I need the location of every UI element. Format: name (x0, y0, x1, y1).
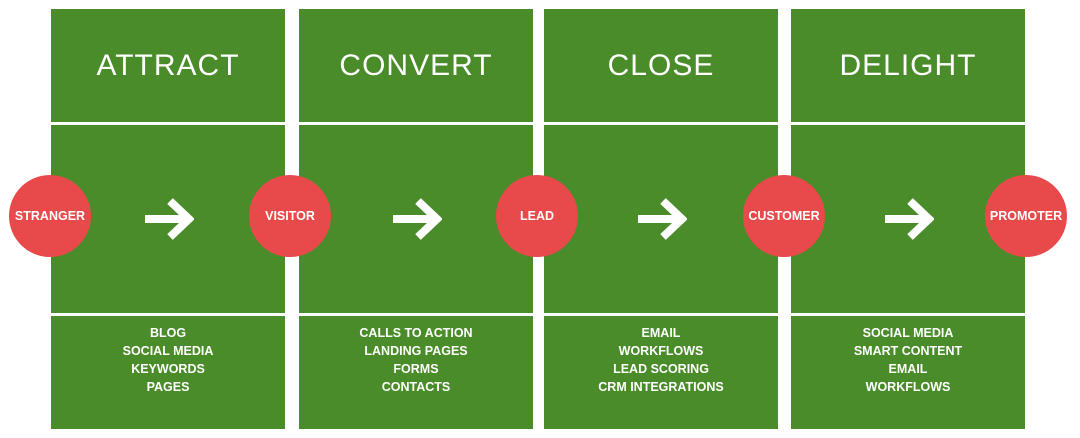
stage-flow (299, 125, 533, 313)
tool-item: SOCIAL MEDIA (862, 326, 954, 340)
milestone-visitor: VISITOR (249, 175, 331, 257)
milestone-stranger: STRANGER (9, 175, 91, 257)
stage-header: CONVERT (299, 9, 533, 122)
tool-item: EMAIL (641, 326, 681, 340)
stage-flow (544, 125, 778, 313)
tool-item: LANDING PAGES (364, 344, 468, 358)
tool-item: WORKFLOWS (618, 344, 704, 358)
stage-header: CLOSE (544, 9, 778, 122)
stage-close: CLOSE EMAIL WORKFLOWS LEAD SCORING CRM I… (544, 9, 778, 429)
arrow-right-icon (393, 198, 442, 240)
milestone-label: STRANGER (14, 209, 86, 223)
tool-item: KEYWORDS (131, 362, 205, 376)
stage-convert: CONVERT CALLS TO ACTION LANDING PAGES FO… (299, 9, 533, 429)
stage-tools: EMAIL WORKFLOWS LEAD SCORING CRM INTEGRA… (544, 316, 778, 429)
tool-item: PAGES (146, 380, 190, 394)
tool-item: BLOG (149, 326, 187, 340)
milestone-label: CUSTOMER (748, 209, 820, 223)
tool-item: WORKFLOWS (865, 380, 951, 394)
arrow-right-icon (638, 198, 687, 240)
tool-item: FORMS (393, 362, 439, 376)
stage-attract: ATTRACT BLOG SOCIAL MEDIA KEYWORDS PAGES (51, 9, 285, 429)
tool-item: CALLS TO ACTION (359, 326, 473, 340)
tool-item: LEAD SCORING (613, 362, 709, 376)
tool-item: CRM INTEGRATIONS (598, 380, 724, 394)
tool-item: SMART CONTENT (853, 344, 963, 358)
tool-item: EMAIL (888, 362, 928, 376)
stage-header: ATTRACT (51, 9, 285, 122)
milestone-label: LEAD (519, 209, 555, 223)
milestone-customer: CUSTOMER (743, 175, 825, 257)
milestone-lead: LEAD (496, 175, 578, 257)
tool-item: SOCIAL MEDIA (122, 344, 214, 358)
milestone-promoter: PROMOTER (985, 175, 1067, 257)
arrow-right-icon (885, 198, 934, 240)
stage-title: DELIGHT (839, 48, 977, 82)
stage-delight: DELIGHT SOCIAL MEDIA SMART CONTENT EMAIL… (791, 9, 1025, 429)
stage-tools: CALLS TO ACTION LANDING PAGES FORMS CONT… (299, 316, 533, 429)
milestone-label: PROMOTER (989, 209, 1063, 223)
stage-title: ATTRACT (96, 48, 240, 82)
stage-tools: SOCIAL MEDIA SMART CONTENT EMAIL WORKFLO… (791, 316, 1025, 429)
stage-title: CLOSE (607, 48, 715, 82)
arrow-right-icon (145, 198, 194, 240)
stage-header: DELIGHT (791, 9, 1025, 122)
stage-title: CONVERT (339, 48, 493, 82)
milestone-label: VISITOR (265, 209, 315, 223)
stage-tools: BLOG SOCIAL MEDIA KEYWORDS PAGES (51, 316, 285, 429)
tool-item: CONTACTS (381, 380, 451, 394)
